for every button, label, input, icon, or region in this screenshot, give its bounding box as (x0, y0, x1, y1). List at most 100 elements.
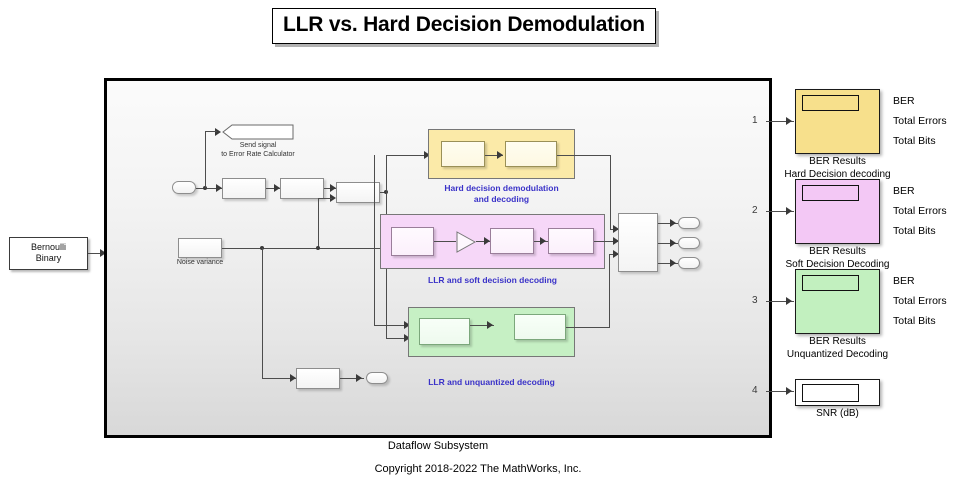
llr-gain-block[interactable] (456, 231, 477, 253)
subsystem-outport-2[interactable] (678, 237, 700, 249)
send-signal-flag (222, 124, 294, 140)
arrow-green-blk2-in (487, 321, 493, 329)
wire-noise-bus (222, 248, 392, 249)
page-title: LLR vs. Hard Decision Demodulation (272, 8, 656, 44)
arrow-pink-blk3-in (540, 237, 546, 245)
arrow-green-blk1-in1 (404, 321, 410, 329)
noise-variance-block[interactable] (178, 238, 222, 258)
wire-erc-out1 (658, 223, 678, 224)
arrow-blk3-in1 (330, 184, 336, 192)
arrow-to-goto-flag (215, 128, 221, 136)
display1-signal-total-errors: Total Errors (893, 115, 947, 127)
region-soft-decision-caption: LLR and soft decision decoding (380, 275, 605, 286)
unquantized-viterbi-decoder-block[interactable] (514, 314, 566, 340)
encoder-block[interactable] (222, 178, 266, 199)
wire-port1-to-display (766, 121, 794, 122)
arrow-snr-blk-in (290, 374, 296, 382)
copyright-notice: Copyright 2018-2022 The MathWorks, Inc. (374, 463, 582, 475)
wire-green-out-up (609, 254, 610, 327)
display3-caption-line1: BER Results (809, 336, 866, 347)
bernoulli-binary-block[interactable]: Bernoulli Binary (9, 237, 88, 270)
snr-value-field (802, 384, 859, 402)
wire-noise-down-snr (262, 248, 263, 378)
wire-left-rail-to-green (374, 325, 408, 326)
error-rate-calculator-block[interactable] (618, 213, 658, 272)
arrow-yellow-blk2-in (497, 151, 503, 159)
goto-caption-line1: Send signal (239, 142, 277, 149)
ber-soft-decision-caption: BER Results Soft Decision Decoding (775, 245, 900, 271)
display3-signal-total-errors: Total Errors (893, 295, 947, 307)
soft-caption-line1: LLR and soft decision decoding (428, 275, 557, 285)
ber-unquantized-value-field (802, 275, 859, 291)
wire-branch-up-to-flag (205, 131, 206, 188)
arrow-outport4 (356, 374, 362, 382)
arrow-outport1 (670, 219, 676, 227)
hard-caption-line1: Hard decision demodulation (444, 183, 559, 193)
soft-quantizer-block[interactable] (490, 228, 534, 254)
subsystem-outport-4[interactable] (366, 372, 388, 384)
display1-signal-total-bits: Total Bits (893, 135, 936, 147)
wire-blk1-to-blk2 (266, 188, 280, 189)
arrow-pink-blk2-in (484, 237, 490, 245)
arrow-blk2-in (274, 184, 280, 192)
wire-source-to-subsystem (88, 253, 108, 254)
arrow-display3-in (786, 297, 792, 305)
ber-unquantized-caption: BER Results Unquantized Decoding (775, 335, 900, 361)
arrow-yellow-blk1-in (424, 151, 430, 159)
arrow-into-subsystem (100, 249, 106, 257)
region-unquantized-caption: LLR and unquantized decoding (408, 377, 575, 388)
wire-branch-to-flag (205, 131, 217, 132)
soft-viterbi-decoder-block[interactable] (548, 228, 594, 254)
llr-demodulator-block[interactable] (391, 227, 434, 256)
outport-number-2: 2 (752, 205, 758, 216)
junction-top-branch (203, 186, 207, 190)
goto-caption-line2: to Error Rate Calculator (221, 150, 295, 158)
unquantized-demodulator-block[interactable] (419, 318, 470, 345)
display1-signal-ber: BER (893, 95, 915, 107)
hard-caption-line2: and decoding (473, 194, 530, 204)
wire-port2-to-display (766, 211, 794, 212)
noise-variance-label: Noise variance (176, 259, 224, 266)
arrow-outport2 (670, 239, 676, 247)
snr-calculation-block[interactable] (296, 368, 340, 389)
snr-display-caption: SNR (dB) (775, 407, 900, 420)
hard-demodulator-block[interactable] (441, 141, 485, 167)
wire-awgn-to-yellow (386, 155, 428, 156)
display3-signal-ber: BER (893, 275, 915, 287)
wire-yellow-out (557, 155, 611, 156)
snr-display[interactable] (795, 379, 880, 406)
wire-awgn-out (380, 192, 386, 193)
top-chain-inport[interactable] (172, 181, 196, 194)
wire-yellow-1-2 (485, 155, 503, 156)
outport-number-3: 3 (752, 295, 758, 306)
hard-viterbi-decoder-block[interactable] (505, 141, 557, 167)
ber-hard-decision-caption: BER Results Hard Decision decoding (775, 155, 900, 181)
wire-awgn-fanout-up (386, 155, 387, 192)
awgn-channel-block[interactable] (336, 182, 380, 203)
wire-noise-to-snr-blk (262, 378, 296, 379)
wire-pink-1-gain (434, 241, 456, 242)
display2-caption-line2: Soft Decision Decoding (785, 259, 890, 270)
ber-unquantized-display[interactable] (795, 269, 880, 334)
bernoulli-label-line2: Binary (35, 253, 62, 263)
subsystem-outport-3[interactable] (678, 257, 700, 269)
ber-hard-decision-display[interactable] (795, 89, 880, 154)
subsystem-outport-1[interactable] (678, 217, 700, 229)
wire-green-1-2 (470, 325, 494, 326)
display1-caption-line2: Hard Decision decoding (784, 169, 891, 180)
wire-port4-to-display (766, 391, 794, 392)
ber-soft-decision-value-field (802, 185, 859, 201)
display2-signal-ber: BER (893, 185, 915, 197)
junction-noise-2 (316, 246, 320, 250)
arrow-erc-in3 (613, 250, 619, 258)
ber-soft-decision-display[interactable] (795, 179, 880, 244)
wire-erc-out3 (658, 263, 678, 264)
modulator-block[interactable] (280, 178, 324, 199)
display2-signal-total-errors: Total Errors (893, 205, 947, 217)
ber-hard-decision-value-field (802, 95, 859, 111)
outport-number-4: 4 (752, 385, 758, 396)
arrow-erc-in1 (613, 225, 619, 233)
arrow-outport3 (670, 259, 676, 267)
display4-caption-line1: SNR (dB) (816, 408, 859, 419)
